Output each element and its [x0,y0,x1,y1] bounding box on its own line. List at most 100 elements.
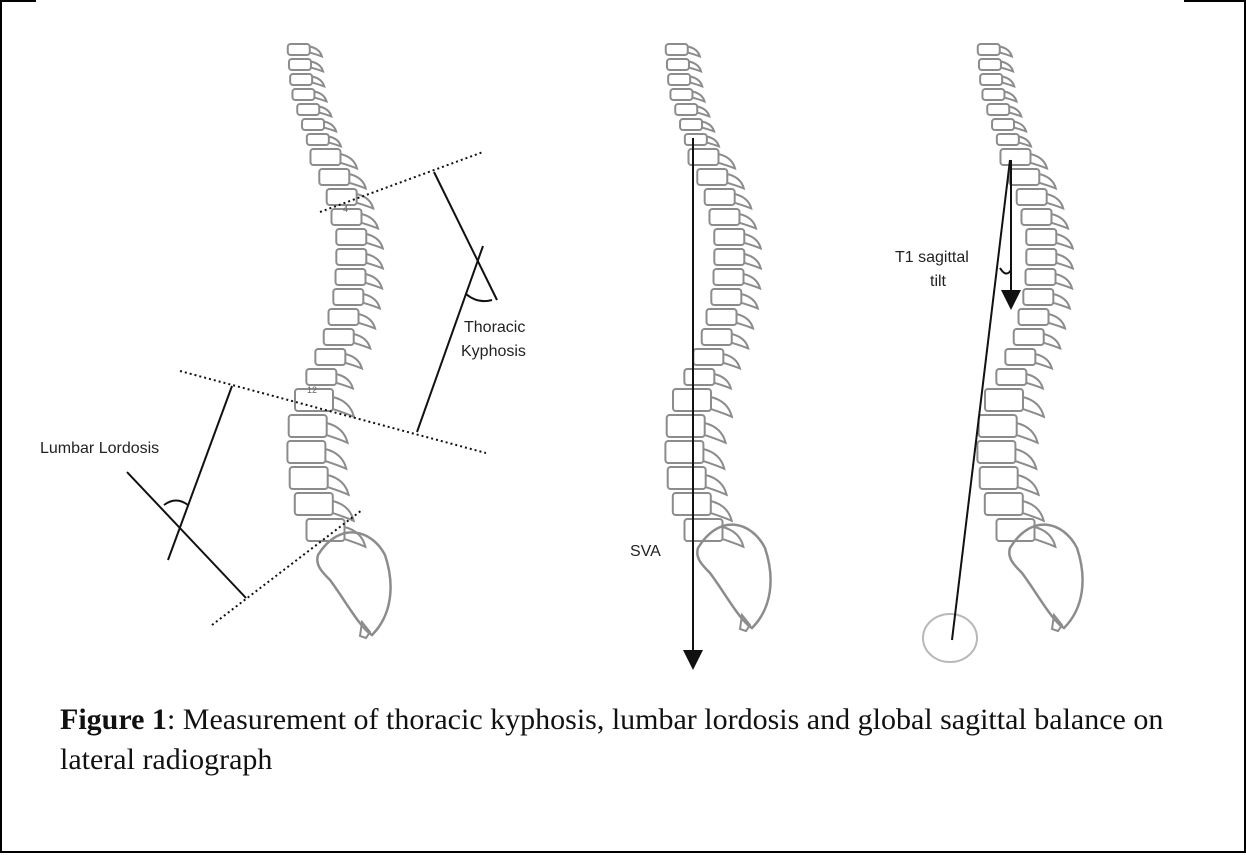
vertebra-process [1008,105,1023,119]
vertebra-process [332,396,356,419]
vertebra-body [679,118,704,131]
vertebra-process [314,90,329,104]
vertebra-process [739,213,758,231]
vertebra-process [356,193,375,211]
vertebra-body [293,492,334,516]
vertebra-process [703,448,726,471]
vertebra-body [664,440,705,464]
vertebra-body [332,288,365,306]
vertebra-body [288,466,329,490]
vertebra-body [1025,248,1058,266]
vertebra-process [722,526,745,549]
vertebra-label-t4: 4 [343,204,348,214]
vertebra-process [358,313,377,331]
vertebra-process [710,500,734,523]
s1-endplate-line [211,509,363,626]
vertebra-process [743,233,763,251]
vertebra-process [1022,396,1046,419]
vertebra-process [1000,60,1015,74]
vertebra-body [334,268,367,286]
vertebra-process [1051,213,1070,231]
spine-left-sacrum [316,531,392,637]
spine-left: 4 12 Thoracic Kyphosis Lumbar Lordosis [40,43,526,640]
vertebra-body [665,58,690,71]
vertebra-body [305,133,330,146]
vertebra-body [696,168,729,186]
thoracic-kyphosis-label-2: Kyphosis [461,343,526,360]
vertebra-process [704,422,728,445]
lordosis-perpendicular-lower [126,471,247,599]
vertebra-body [305,368,338,386]
vertebra-body [710,288,743,306]
vertebra-process [701,120,716,134]
vertebra-body [322,328,355,346]
vertebra-process [1018,135,1033,149]
vertebra-body [712,268,745,286]
kyphosis-perpendicular-lower [416,245,484,433]
vertebra-body [301,118,326,131]
vertebra-body [1017,308,1050,326]
vertebra-body [995,518,1036,542]
vertebra-body [683,518,724,542]
vertebra-process [310,60,325,74]
vertebra-body [296,103,321,116]
vertebra-process [1035,353,1054,371]
vertebra-body [976,43,1001,56]
vertebra-process [318,105,333,119]
vertebra-process [311,75,326,89]
vertebra-process [1004,90,1019,104]
vertebra-process [327,474,351,497]
vertebra-process [1026,373,1045,391]
vertebra-process [706,135,721,149]
vertebra-body [666,466,707,490]
vertebra-body [291,88,316,101]
vertebra-body [671,492,712,516]
lumbar-lordosis-label: Lumbar Lordosis [40,440,159,457]
vertebra-process [1056,253,1075,271]
vertebra-body [977,58,1002,71]
vertebra-process [744,253,763,271]
spine-left-coccyx [358,619,372,640]
vertebra-body [330,208,363,226]
vertebra-process [1055,273,1074,291]
vertebra-body [981,88,1006,101]
vertebra-body [700,328,733,346]
vertebra-process [309,45,324,59]
spine-right: T1 sagittal tilt [895,43,1084,663]
vertebra-process [348,173,368,191]
vertebra-process [1001,75,1016,89]
vertebra-body [687,148,720,166]
vertebra-body [286,440,327,464]
vertebra-process [1034,526,1057,549]
vertebra-body [1015,188,1048,206]
vertebra-process [1046,193,1065,211]
vertebra-body [286,43,311,56]
spine-right-coccyx [1050,612,1064,633]
vertebra-process [365,273,384,291]
figure-label: Figure 1 [60,703,167,736]
vertebra-body [978,466,1019,490]
vertebra-process [710,396,734,419]
vertebra-body [294,388,334,412]
vertebra-body [335,248,368,266]
vertebra-process [999,45,1014,59]
t1-sagittal-tilt-label-2: tilt [930,273,947,290]
vertebra-body [309,148,342,166]
vertebra-process [736,313,755,331]
vertebra-body [1012,328,1045,346]
vertebra-body [327,308,360,326]
sva-label: SVA [630,543,661,560]
vertebra-process [731,333,750,351]
vertebra-body [289,73,314,86]
vertebra-body [1020,208,1053,226]
vertebra-label-t12: 12 [307,385,317,395]
t1-sagittal-tilt-label-1: T1 sagittal [895,249,969,266]
vertebra-process [363,293,382,311]
vertebra-process [726,173,746,191]
vertebra-body [1025,228,1058,246]
spine-middle: SVA [630,43,772,670]
vertebra-process [332,500,356,523]
vertebra-process [1043,333,1062,351]
t1-tilt-line [951,159,1011,641]
